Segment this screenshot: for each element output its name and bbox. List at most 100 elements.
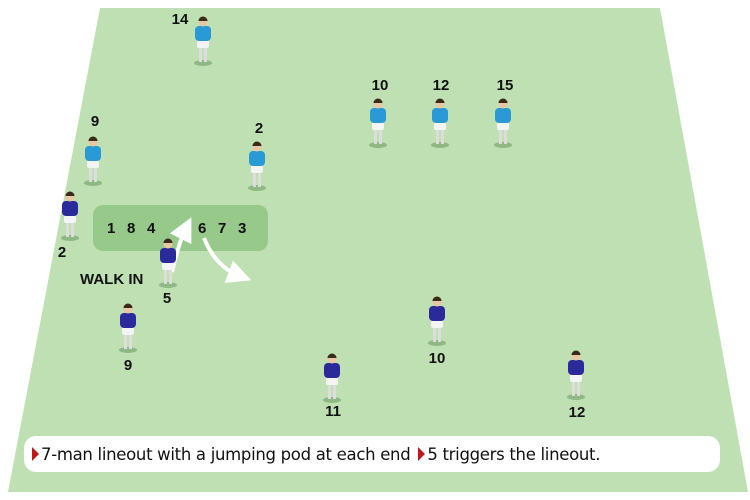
player-shorts: [162, 262, 174, 270]
player-leg: [204, 46, 207, 62]
player-shorts: [87, 160, 99, 168]
player-jersey: [195, 26, 211, 41]
player-jersey: [160, 248, 176, 263]
player-hair: [198, 16, 208, 21]
lineout-number: 8: [127, 220, 135, 237]
player-number: 15: [497, 77, 514, 94]
player-leg: [94, 166, 97, 182]
player-leg: [572, 380, 575, 396]
player-light: 14: [172, 11, 212, 66]
player-jersey: [324, 363, 340, 378]
player-number: 12: [569, 404, 586, 421]
player-hair: [571, 350, 581, 355]
player-shorts: [122, 327, 134, 335]
lineout-number: 7: [218, 220, 226, 237]
player-hair: [373, 98, 383, 103]
player-hair: [123, 303, 133, 308]
player-shorts: [64, 215, 76, 223]
player-hair: [65, 191, 75, 196]
lineout-number: 6: [198, 220, 206, 237]
player-leg: [169, 268, 172, 284]
player-hair: [435, 98, 445, 103]
player-jersey: [429, 306, 445, 321]
player-number: 2: [255, 120, 263, 137]
player-light: 9: [84, 113, 102, 186]
player-shorts: [372, 122, 384, 130]
player-shorts: [197, 40, 209, 48]
player-shadow: [119, 347, 137, 353]
caption-item: 5 triggers the lineout.: [427, 444, 601, 464]
player-dark: 11: [323, 353, 341, 420]
lineout-number: 4: [147, 220, 156, 237]
player-jersey: [370, 108, 386, 123]
player-leg: [124, 333, 127, 349]
player-hair: [163, 238, 173, 243]
player-hair: [327, 353, 337, 358]
player-jersey: [495, 108, 511, 123]
player-light: 10: [369, 77, 388, 148]
player-number: 9: [124, 357, 132, 374]
player-dark: 10: [428, 296, 446, 367]
player-hair: [432, 296, 442, 301]
player-leg: [436, 128, 439, 144]
player-shorts: [434, 122, 446, 130]
player-shadow: [323, 397, 341, 403]
player-hair: [88, 136, 98, 141]
player-number: 12: [433, 77, 450, 94]
player-leg: [66, 221, 69, 237]
player-hair: [498, 98, 508, 103]
player-shadow: [567, 394, 585, 400]
player-dark: 12: [567, 350, 586, 421]
player-number: 10: [429, 350, 446, 367]
player-shorts: [326, 377, 338, 385]
player-leg: [379, 128, 382, 144]
player-light: 15: [494, 77, 513, 148]
player-number: 9: [91, 113, 99, 130]
player-dark: 2: [58, 191, 79, 261]
caption-bar: 7-man lineout with a jumping pod at each…: [24, 436, 720, 472]
player-light: 2: [248, 120, 266, 191]
player-leg: [253, 171, 256, 187]
player-shadow: [428, 340, 446, 346]
player-number: 11: [325, 403, 341, 420]
player-leg: [164, 268, 167, 284]
player-dark: 9: [119, 303, 137, 374]
player-shadow: [61, 235, 79, 241]
player-jersey: [568, 360, 584, 375]
player-leg: [89, 166, 92, 182]
player-leg: [258, 171, 261, 187]
player-number: 5: [163, 290, 171, 307]
player-number: 10: [372, 77, 389, 94]
player-leg: [129, 333, 132, 349]
player-leg: [504, 128, 507, 144]
player-shadow: [84, 180, 102, 186]
swing-arrow: [202, 237, 252, 284]
player-shorts: [251, 165, 263, 173]
player-shadow: [194, 60, 212, 66]
player-shorts: [497, 122, 509, 130]
pitch: [8, 8, 748, 492]
player-light: 12: [431, 77, 449, 148]
player-leg: [71, 221, 74, 237]
lineout-number: 1: [107, 220, 115, 237]
player-jersey: [62, 201, 78, 216]
player-number: 14: [172, 11, 189, 28]
player-leg: [199, 46, 202, 62]
player-shorts: [431, 320, 443, 328]
player-leg: [333, 383, 336, 399]
player-shadow: [431, 142, 449, 148]
player-leg: [433, 326, 436, 342]
lineout-numbers: 1 8 4 6 7 3: [107, 220, 246, 237]
player-shorts: [570, 374, 582, 382]
player-number: 2: [58, 244, 66, 261]
player-shadow: [369, 142, 387, 148]
red-triangle-icon: [32, 447, 39, 461]
player-jersey: [249, 151, 265, 166]
player-leg: [328, 383, 331, 399]
lineout-number: 3: [238, 220, 246, 237]
player-jersey: [85, 146, 101, 161]
player-shadow: [248, 185, 266, 191]
player-jersey: [432, 108, 448, 123]
caption-item: 7-man lineout with a jumping pod at each…: [41, 444, 411, 464]
